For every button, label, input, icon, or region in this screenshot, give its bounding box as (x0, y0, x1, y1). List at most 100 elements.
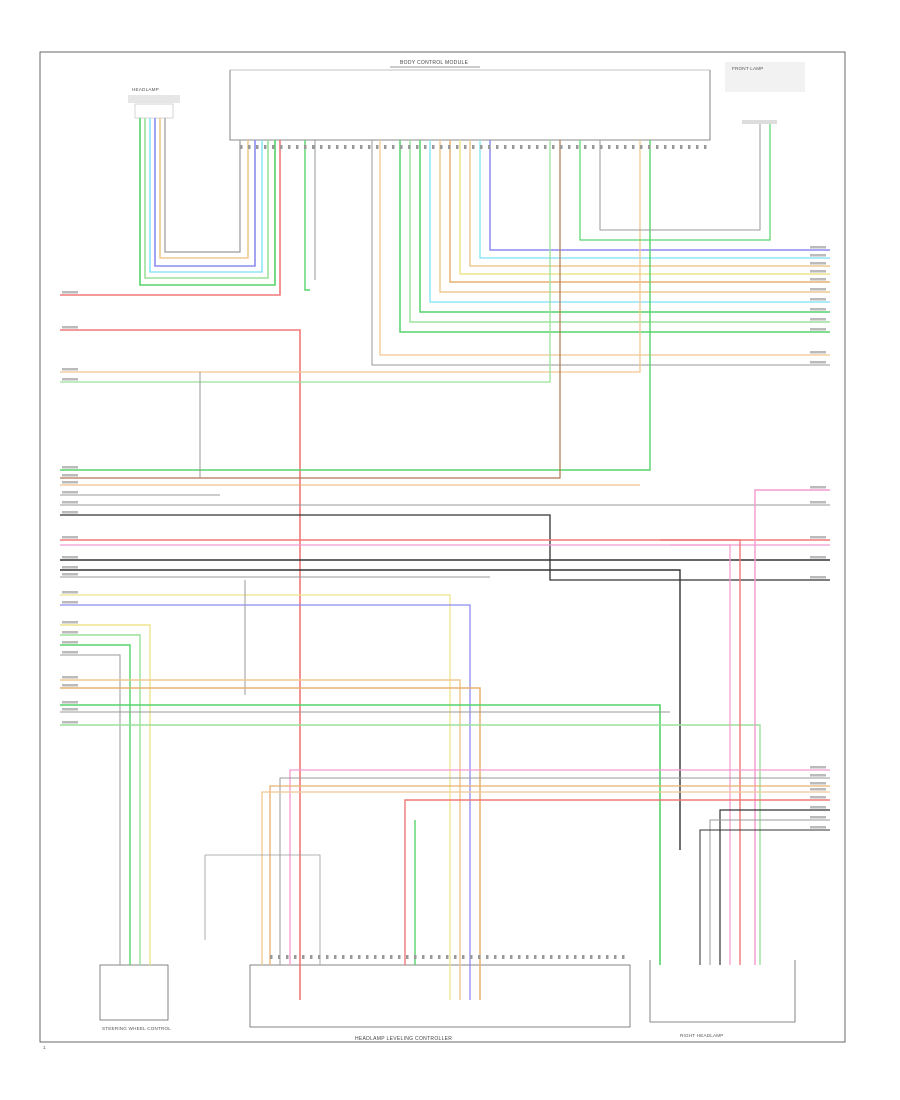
wire-blue-long (60, 604, 471, 1000)
wire-lvl-gray (279, 777, 830, 965)
wire-hls-5 (159, 118, 249, 259)
bcm-pin (544, 145, 547, 149)
wire-low-green (60, 704, 661, 965)
wire-end-marker (810, 351, 826, 354)
bcm-pin (416, 145, 419, 149)
bcm-pin (304, 145, 307, 149)
controller-pin (518, 955, 521, 959)
diagram-frame (39, 51, 846, 1043)
bcm-pin (528, 145, 531, 149)
bcm-pin (408, 145, 411, 149)
controller-pin (286, 955, 289, 959)
bcm-pin (640, 145, 643, 149)
headlamp-switch: HEADLAMP (128, 87, 180, 119)
wire-end-marker (62, 481, 78, 484)
front-headlamp-right-label: RIGHT HEADLAMP (680, 1033, 724, 1038)
controller-pin (390, 955, 393, 959)
wire-end-marker (810, 816, 826, 819)
wire-left-ltgreen (60, 140, 551, 383)
wire-mid-black (60, 514, 830, 581)
bcm-pin (592, 145, 595, 149)
bcm-pin (504, 145, 507, 149)
wire-end-marker (810, 501, 826, 504)
wire-end-marker (810, 774, 826, 777)
controller-pin (526, 955, 529, 959)
bcm-pin (664, 145, 667, 149)
controller-pin (558, 955, 561, 959)
wire-swc-2 (60, 634, 141, 965)
controller-pin (430, 955, 433, 959)
wire-right-0 (489, 140, 830, 251)
bcm-pin (656, 145, 659, 149)
wire-end-marker (810, 826, 826, 829)
controller-pin (342, 955, 345, 959)
wire-end-marker (62, 708, 78, 711)
bcm-pin (280, 145, 283, 149)
wire-end-marker (62, 511, 78, 514)
controller-pin (358, 955, 361, 959)
controller-pin (438, 955, 441, 959)
wire-left-tan (60, 140, 641, 373)
controller-pin (550, 955, 553, 959)
front-headlamp-right: RIGHT HEADLAMP (649, 960, 796, 1038)
right-wire-labels (810, 246, 826, 829)
bcm-pin (568, 145, 571, 149)
wire-end-marker (62, 591, 78, 594)
wire-end-marker (810, 536, 826, 539)
controller-pin (542, 955, 545, 959)
bcm-pin (328, 145, 331, 149)
bcm-pin (400, 145, 403, 149)
controller-pin (534, 955, 537, 959)
wire-end-marker (810, 328, 826, 331)
controller-pin (462, 955, 465, 959)
bcm-pin (432, 145, 435, 149)
wire-green-top (304, 140, 310, 291)
controller-pin (406, 955, 409, 959)
bcm-pin (288, 145, 291, 149)
wire-end-marker (62, 676, 78, 679)
wire-tan-right (379, 140, 830, 356)
wire-lvl-tan (261, 791, 830, 965)
wire-gray-right (371, 140, 830, 366)
wire-right-6 (429, 140, 830, 303)
wire-end-marker (810, 288, 826, 291)
wire-swc-3 (60, 644, 131, 965)
controller-pin (318, 955, 321, 959)
bcm-pin (496, 145, 499, 149)
wire-right-7 (419, 140, 830, 313)
bcm-pin (648, 145, 651, 149)
wire-end-marker (810, 766, 826, 769)
controller-pin (614, 955, 617, 959)
bcm-pin (520, 145, 523, 149)
bcm-pin (392, 145, 395, 149)
controller-pin (566, 955, 569, 959)
body-control-module: BODY CONTROL MODULE (229, 60, 711, 141)
wire-hls-2 (144, 118, 269, 279)
wire-swc-4 (60, 654, 121, 965)
controller-pin (574, 955, 577, 959)
wire-right-9 (399, 140, 830, 333)
bcm-pin (272, 145, 275, 149)
controller-pin (446, 955, 449, 959)
wire-tr-green (579, 124, 771, 241)
bcm-pin (704, 145, 707, 149)
controller-pin (294, 955, 297, 959)
wire-right-4 (449, 140, 830, 283)
wire-hls-6 (164, 118, 241, 253)
steering-wheel-control: STEERING WHEEL CONTROL (99, 964, 171, 1031)
controller-pin (598, 955, 601, 959)
pin-group (240, 145, 707, 959)
bcm-pin (680, 145, 683, 149)
controller-pin (582, 955, 585, 959)
wire-end-marker (62, 378, 78, 381)
wire-end-marker (62, 326, 78, 329)
wire-end-marker (62, 641, 78, 644)
bcm-pin (312, 145, 315, 149)
steering-wheel-control-label: STEERING WHEEL CONTROL (102, 1026, 171, 1031)
front-lamp-connector-label: FRONT LAMP (732, 66, 764, 71)
bcm-pin (256, 145, 259, 149)
front-lamp-connector: FRONT LAMP (725, 62, 805, 92)
wire-low-ltgreen (60, 724, 761, 965)
bcm-pin (696, 145, 699, 149)
wire-end-marker (62, 621, 78, 624)
